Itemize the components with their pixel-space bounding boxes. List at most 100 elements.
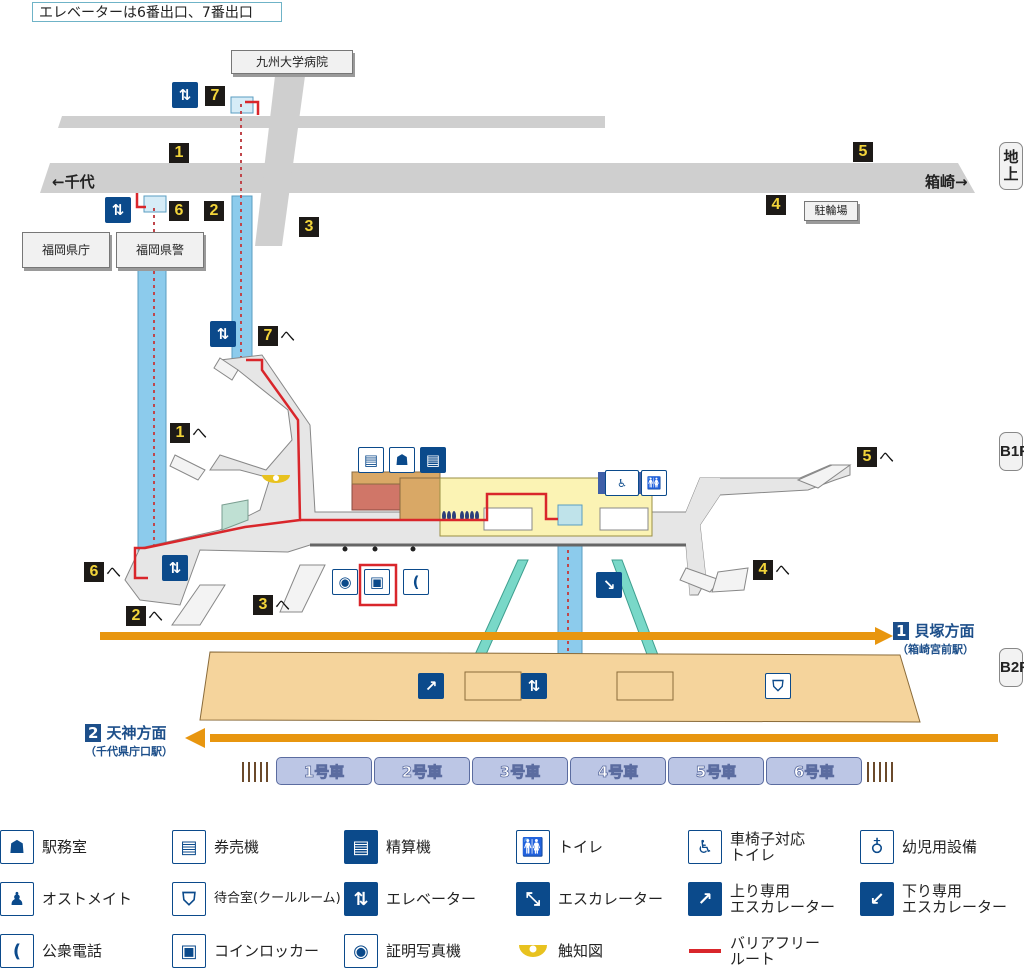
legend-public-phone: (公衆電話 (0, 934, 172, 968)
toilet-icon: 🚻 (516, 830, 550, 864)
legend-label: 車椅子対応 トイレ (730, 830, 806, 864)
track-2-direction: 2 天神方面 （千代県庁口駅） (85, 722, 173, 759)
up-escalator-icon: ↗ (688, 882, 722, 916)
elevator-notice: エレベーターは6番出口、7番出口 (32, 2, 282, 22)
up-arrow: へ (280, 327, 296, 345)
train-car-2: 2号車 (374, 757, 470, 785)
direction-chiyo: ←千代 (52, 173, 95, 191)
elevator-icon: ⇅ (344, 882, 378, 916)
elevator-shaft-6 (137, 264, 167, 581)
station-office-icon: ☗ (389, 447, 415, 473)
floor-label-b1: B1F (999, 432, 1024, 471)
road-upper (58, 116, 605, 128)
ground-exit-6: 6 (169, 201, 189, 221)
down-escalator-icon: ↘ (596, 572, 622, 598)
toilet-icon: 🚻 (641, 470, 667, 496)
train: 1号車 2号車 3号車 4号車 5号車 6号車 (276, 757, 862, 785)
building-prefectural-office: 福岡県庁 (22, 232, 110, 268)
legend-label: オストメイト (42, 890, 133, 908)
building-kyudai-hospital: 九州大学病院 (231, 50, 353, 74)
fare-adjustment-icon: ▤ (344, 830, 378, 864)
building-prefectural-police: 福岡県警 (116, 232, 204, 268)
escalator-icon: ⤡ (516, 882, 550, 916)
station-office-block (351, 481, 408, 511)
legend-label: コインロッカー (214, 942, 320, 960)
b1-exit-1: 1 (170, 423, 190, 443)
b1-exit-3: 3 (253, 595, 273, 615)
up-arrow: へ (106, 563, 122, 581)
legend-barrier-free-route: バリアフリー ルート (688, 934, 860, 968)
legend-waiting-room: ⛉待合室(クールルーム) (172, 882, 344, 916)
wheelchair-toilet-icon: ♿ (605, 470, 639, 496)
up-arrow: へ (775, 561, 791, 579)
legend-up-escalator: ↗上り専用 エスカレーター (688, 882, 860, 916)
track-2-number: 2 (85, 724, 102, 742)
elevator-icon: ⇅ (105, 197, 131, 223)
b1-exit-5: 5 (857, 447, 877, 467)
platform (199, 651, 921, 723)
legend: ☗駅務室 ▤券売機 ▤精算機 🚻トイレ ♿車椅子対応 トイレ ♁幼児用設備 ♟オ… (0, 830, 1024, 968)
legend-fare-adjustment: ▤精算機 (344, 830, 516, 864)
waiting-room-icon: ⛉ (172, 882, 206, 916)
b1-concourse (124, 354, 852, 626)
up-escalator-icon: ↗ (418, 673, 444, 699)
legend-label: 幼児用設備 (902, 838, 978, 856)
down-escalator-icon: ↙ (860, 882, 894, 916)
legend-label: 券売機 (214, 838, 260, 856)
up-arrow: へ (148, 607, 164, 625)
legend-id-photo: ◉ 証明写真機 (344, 934, 516, 968)
ground-exit-4: 4 (766, 195, 786, 215)
track-2-station: （千代県庁口駅） (85, 745, 173, 758)
legend-label: バリアフリー ルート (730, 934, 821, 968)
ostomate-icon: ♟ (0, 882, 34, 916)
road-main (40, 163, 975, 193)
floor-label-b2: B2F (999, 648, 1024, 687)
legend-label: エスカレーター (558, 890, 664, 908)
elevator-icon: ⇅ (162, 555, 188, 581)
legend-label: エレベーター (386, 890, 477, 908)
barrier-free-route-b1 (133, 358, 302, 580)
legend-wheelchair-toilet: ♿車椅子対応 トイレ (688, 830, 860, 864)
train-car-3: 3号車 (472, 757, 568, 785)
tactile-map-icon (516, 934, 550, 968)
legend-label: 上り専用 エスカレーター (730, 882, 836, 916)
train-car-4: 4号車 (570, 757, 666, 785)
legend-ostomate: ♟ オストメイト (0, 882, 172, 916)
b1-exit-2: 2 (126, 606, 146, 626)
direction-hakozaki: 箱崎→ (925, 173, 968, 191)
track-1-station: （箱崎宮前駅） (897, 643, 974, 656)
ticket-machine-icon: ▤ (358, 447, 384, 473)
road-vertical (255, 76, 305, 246)
track-2-name: 天神方面 (106, 724, 167, 742)
elevator-icon: ⇅ (521, 673, 547, 699)
legend-label: トイレ (558, 838, 604, 856)
coin-locker-icon: ▣ (172, 934, 206, 968)
wheelchair-toilet-icon: ♿ (688, 830, 722, 864)
id-photo-icon: ◉ (332, 569, 358, 595)
legend-coin-locker: ▣ コインロッカー (172, 934, 344, 968)
track-1-name: 貝塚方面 (914, 622, 975, 640)
legend-label: 触知図 (558, 942, 604, 960)
floor-label-ground: 地上 (999, 142, 1023, 190)
legend-toilet: 🚻 トイレ (516, 830, 688, 864)
ground-exit-1: 1 (169, 143, 189, 163)
legend-label: 証明写真機 (386, 942, 462, 960)
legend-label: 駅務室 (42, 838, 88, 856)
up-arrow: へ (879, 448, 895, 466)
train-car-5: 5号車 (668, 757, 764, 785)
barrier-free-route-icon (688, 934, 722, 968)
elevator-icon: ⇅ (210, 321, 236, 347)
legend-ticket-machine: ▤券売機 (172, 830, 344, 864)
b1-exit-7: 7 (258, 326, 278, 346)
train-car-6: 6号車 (766, 757, 862, 785)
id-photo-icon: ◉ (344, 934, 378, 968)
elevator-icon: ⇅ (172, 82, 198, 108)
ground-exit-5: 5 (853, 142, 873, 162)
up-arrow: へ (275, 596, 291, 614)
ground-exit-7: 7 (205, 86, 225, 106)
coin-locker-highlight (358, 563, 398, 607)
public-phone-icon: ( (403, 569, 429, 595)
track-1-direction: 1 貝塚方面 （箱崎宮前駅） (893, 620, 975, 657)
legend-tactile-map: 触知図 (516, 934, 688, 968)
ticket-machine-block (399, 477, 441, 521)
